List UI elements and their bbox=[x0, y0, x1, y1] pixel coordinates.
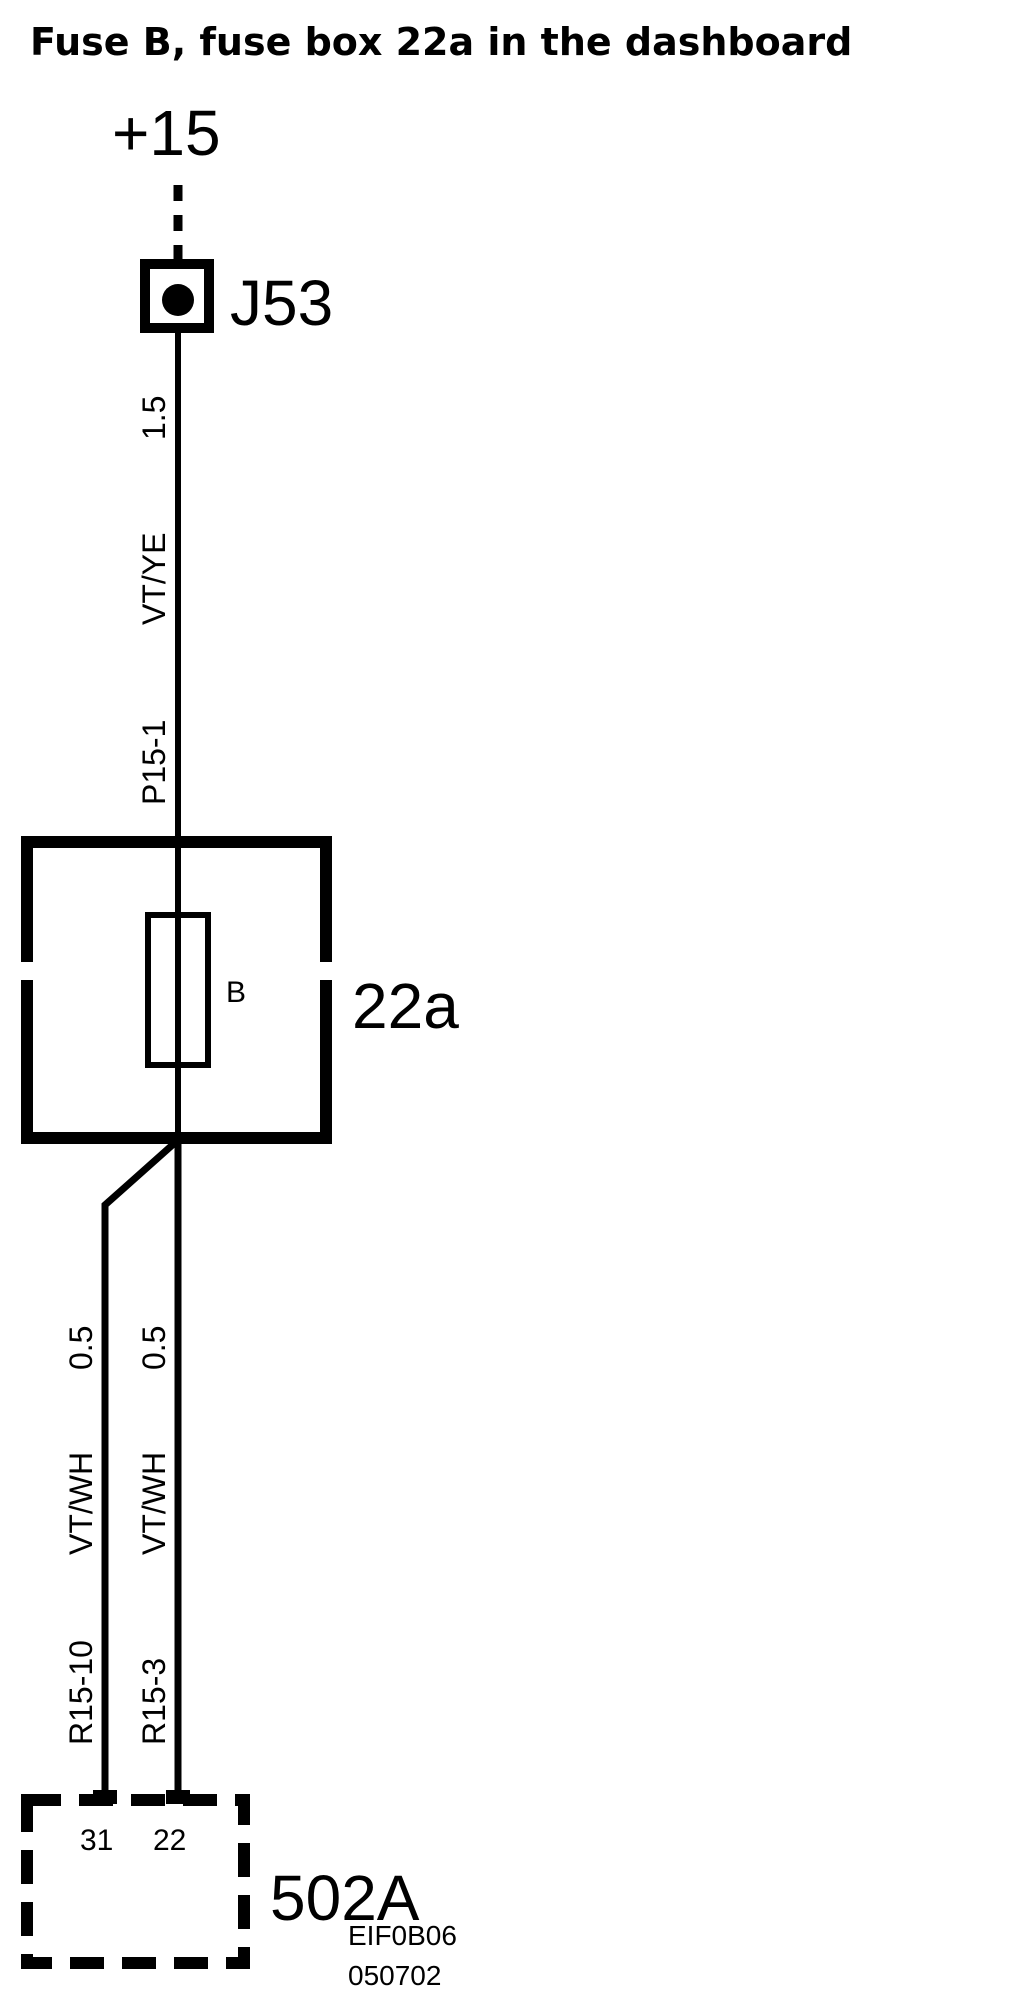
left-wire-color: VT/WH bbox=[63, 1452, 99, 1555]
fuse-label: B bbox=[226, 976, 246, 1009]
drawing-id-line-1: EIF0B06 bbox=[348, 1920, 457, 1951]
right-wire-code: R15-3 bbox=[136, 1658, 172, 1745]
junction-label: J53 bbox=[230, 267, 333, 339]
upper-wire-code: P15-1 bbox=[136, 720, 172, 805]
fuse-box-label: 22a bbox=[352, 970, 459, 1042]
connector-outline bbox=[21, 1794, 250, 1969]
connector-label: 502A bbox=[270, 1862, 420, 1934]
right-wire-color: VT/WH bbox=[136, 1452, 172, 1555]
drawing-id-line-2: 050702 bbox=[348, 1960, 441, 1991]
fuse-box-left-gap bbox=[18, 962, 38, 980]
left-wire bbox=[101, 1137, 181, 1800]
upper-wire-color: VT/YE bbox=[136, 533, 172, 625]
supply-label: +15 bbox=[112, 97, 221, 169]
upper-wire-size: 1.5 bbox=[136, 396, 172, 440]
left-wire-size: 0.5 bbox=[63, 1326, 99, 1370]
diagram-title: Fuse B, fuse box 22a in the dashboard bbox=[30, 20, 852, 64]
right-wire-size: 0.5 bbox=[136, 1326, 172, 1370]
junction-dot bbox=[162, 284, 194, 316]
connector-pin-31: 31 bbox=[80, 1824, 113, 1857]
fuse-box-right-gap bbox=[315, 962, 335, 980]
connector-pin-22: 22 bbox=[153, 1824, 186, 1857]
left-wire-code: R15-10 bbox=[63, 1640, 99, 1745]
